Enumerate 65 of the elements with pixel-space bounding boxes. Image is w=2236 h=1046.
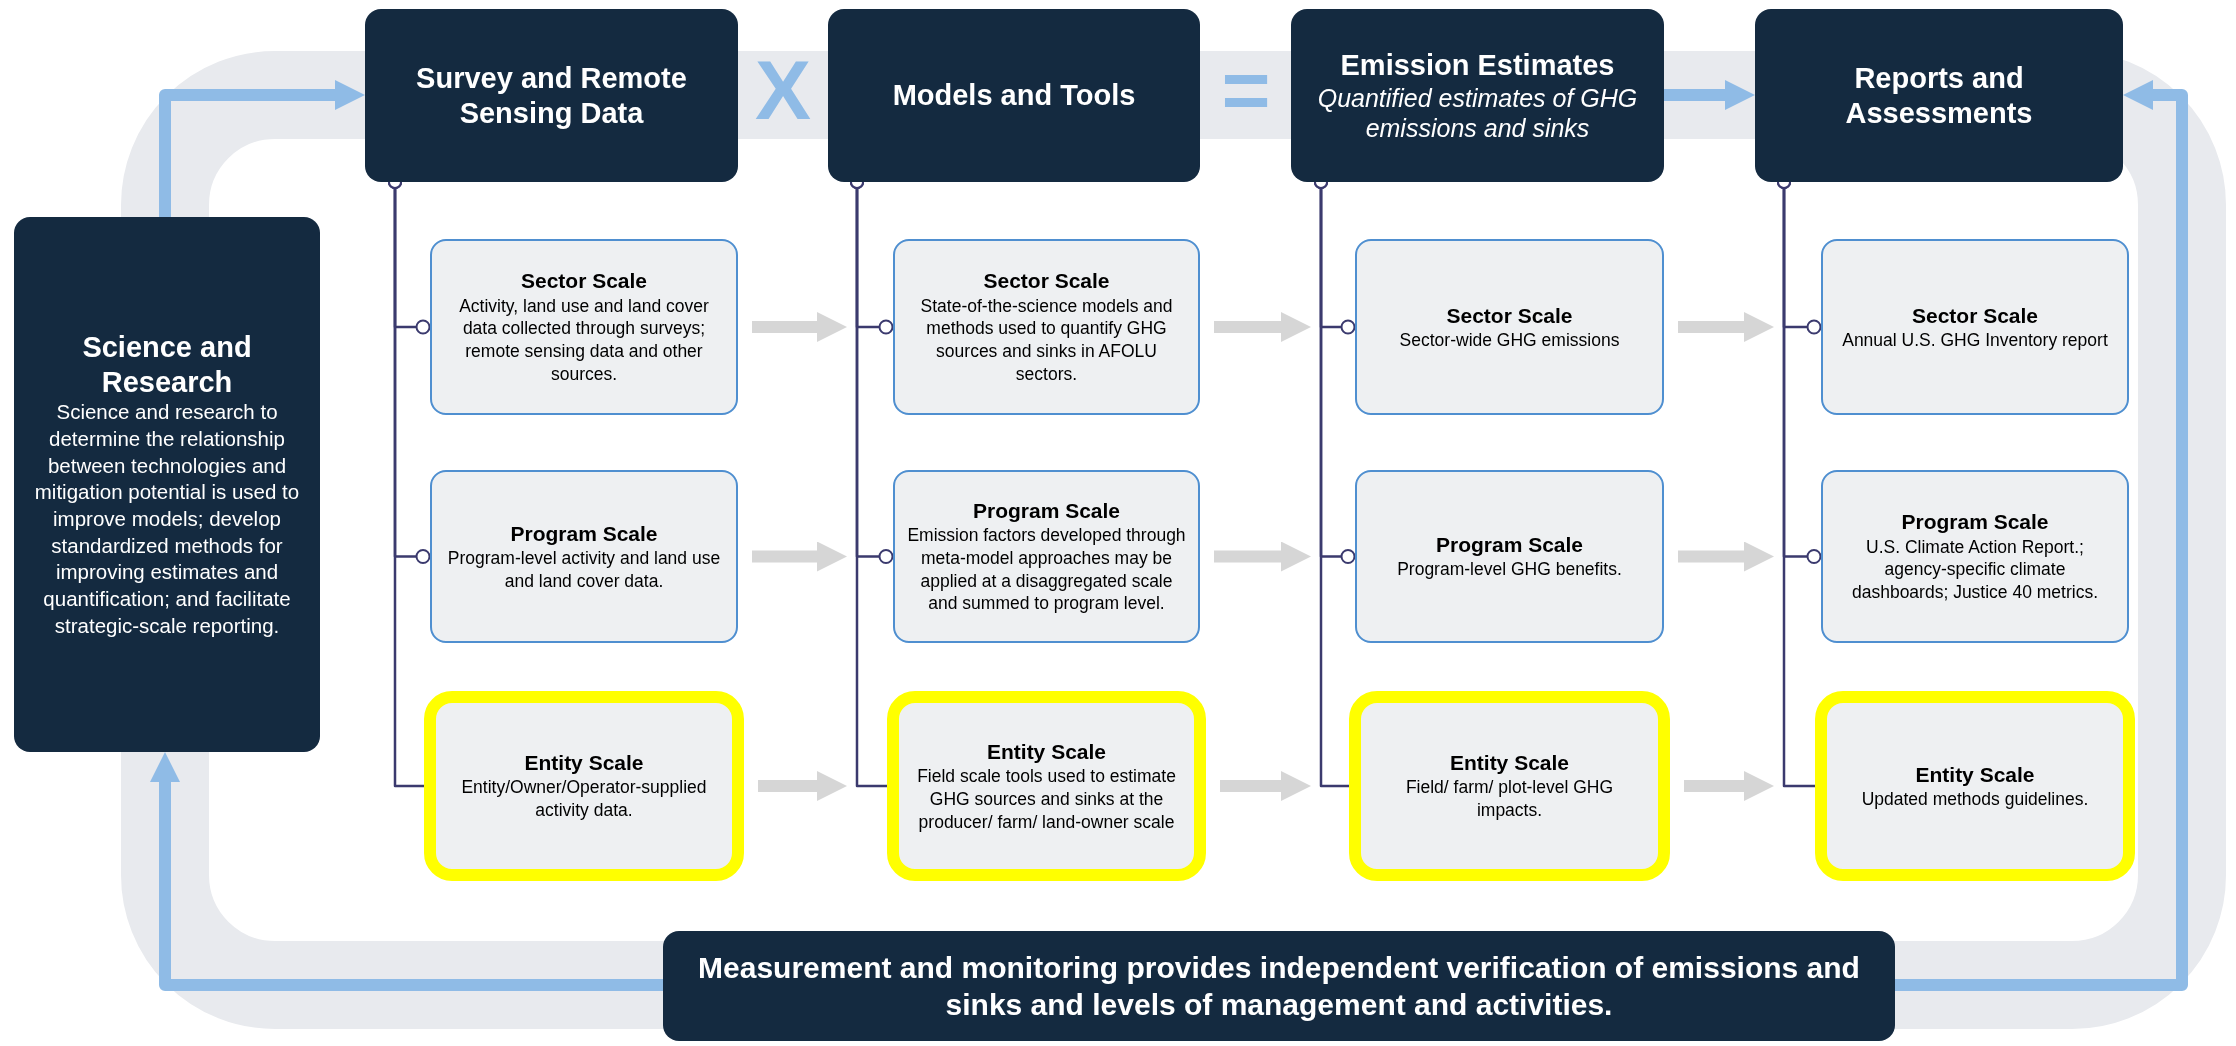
box-title: Program Scale xyxy=(1435,532,1584,558)
box-description: Updated methods guidelines. xyxy=(1861,787,2089,811)
box-description: Program-level activity and land use and land cover data. xyxy=(446,546,722,593)
header-box xyxy=(828,9,1200,182)
header-title: Models and Tools xyxy=(892,78,1136,113)
operator-symbol: = xyxy=(1220,48,1272,132)
box-title: Program Scale xyxy=(1901,509,2049,536)
scale-box xyxy=(1355,470,1664,643)
box-description: Activity, land use and land cover data collected through surveys; remote sensing data and other sources. xyxy=(458,294,710,386)
box-description: Sector-wide GHG emissions xyxy=(1399,328,1620,352)
box-title: Sector Scale xyxy=(520,268,648,295)
box-description: Field scale tools used to estimate GHG sources and sinks at the producer/ farm/ land-owner scale xyxy=(916,765,1177,834)
header-title: Emission Estimates xyxy=(1340,48,1615,83)
scale-box xyxy=(893,239,1200,415)
scale-box xyxy=(430,470,738,643)
scale-box xyxy=(1355,239,1664,415)
box-description: U.S. Climate Action Report.; agency-specific climate dashboards; Justice 40 metrics. xyxy=(1850,535,2100,604)
box-title: Sector Scale xyxy=(1446,302,1573,329)
box-description: Entity/Owner/Operator-supplied activity data. xyxy=(460,776,708,822)
header-title: Survey and Remote Sensing Data xyxy=(415,60,688,131)
box-title: Entity Scale xyxy=(524,750,644,777)
box-title: Entity Scale xyxy=(1449,750,1570,777)
arrow xyxy=(1214,541,1311,572)
arrow xyxy=(159,80,365,217)
header-box xyxy=(365,9,738,182)
header-subtitle: Quantified estimates of GHG emissions and sinks xyxy=(1316,82,1639,143)
highlighted-box xyxy=(887,691,1206,881)
scale-box xyxy=(893,470,1200,643)
highlighted-box xyxy=(1815,691,2135,881)
box-description: State-of-the-science models and methods used to quantify GHG sources and sinks in AFOLU sectors. xyxy=(919,294,1174,386)
arrow xyxy=(150,752,663,991)
arrow xyxy=(1895,80,2188,991)
arrow xyxy=(758,771,847,801)
arrow xyxy=(1678,541,1774,572)
header-box xyxy=(1755,9,2123,182)
info-box xyxy=(14,217,320,752)
banner-text: Measurement and monitoring provides independent verification of emissions and sinks and levels of management and activities. xyxy=(697,949,1861,1023)
arrow xyxy=(1684,771,1774,801)
box-title: Program Scale xyxy=(972,497,1121,524)
arrow xyxy=(1220,771,1311,801)
arrow xyxy=(752,312,847,342)
arrow xyxy=(752,541,847,572)
box-title: Sector Scale xyxy=(983,268,1110,295)
box-description: Program-level GHG benefits. xyxy=(1397,558,1622,581)
banner-box xyxy=(663,931,1895,1041)
arrow xyxy=(1678,312,1774,342)
box-description: Annual U.S. GHG Inventory report xyxy=(1842,328,2108,352)
box-title: Science and Research xyxy=(81,329,253,400)
operator-symbol: X xyxy=(754,48,812,132)
scale-box xyxy=(1821,470,2129,643)
scale-box xyxy=(1821,239,2129,415)
box-description: Field/ farm/ plot-level GHG impacts. xyxy=(1404,776,1615,822)
box-title: Entity Scale xyxy=(1915,761,2035,788)
arrow xyxy=(1214,312,1311,342)
header-title: Reports and Assessments xyxy=(1844,60,2034,131)
box-description: Science and research to determine the relationship between technologies and mitigation potential is used to improve models; develop standardized methods for improving estimates and quantification; and facilitate strategic-scale reporting. xyxy=(33,399,301,639)
header-box xyxy=(1291,9,1664,182)
scale-box xyxy=(430,239,738,415)
arrow xyxy=(1664,80,1755,110)
highlighted-box xyxy=(424,691,744,881)
box-title: Sector Scale xyxy=(1911,302,2039,329)
box-title: Program Scale xyxy=(510,520,658,547)
box-title: Entity Scale xyxy=(986,738,1107,765)
box-description: Emission factors developed through meta-model approaches may be applied at a disaggregated scale and summed to program level. xyxy=(907,524,1186,616)
highlighted-box xyxy=(1349,691,1670,881)
